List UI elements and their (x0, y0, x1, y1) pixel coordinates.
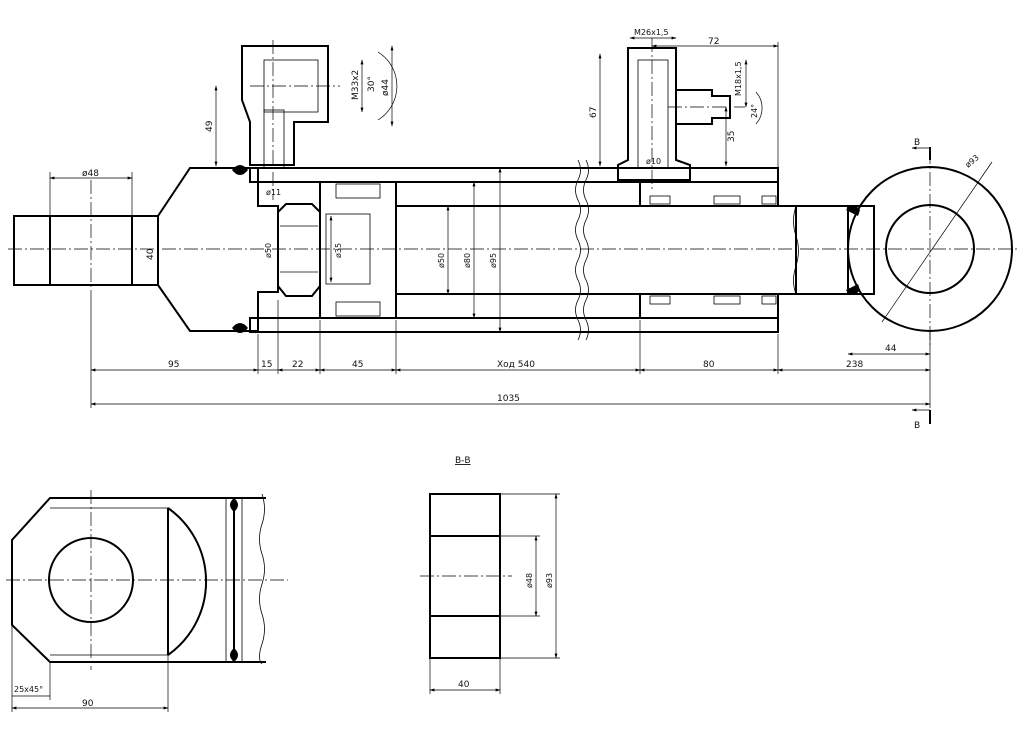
gland-seal-3 (649, 295, 671, 305)
cut-letter-bottom: В (914, 421, 920, 431)
break-line-2 (583, 159, 589, 341)
mount-lug-left (13, 215, 51, 286)
piston-bore (325, 213, 371, 285)
dim-d48-label: ø48 (82, 169, 99, 179)
gland-seal-5 (761, 195, 777, 205)
dim-1035-label: 1035 (497, 394, 520, 404)
dim-44-label: 44 (885, 344, 897, 354)
dim-chamfer-label: 25x45° (14, 685, 43, 694)
piston-nut (277, 203, 321, 297)
dim-sec-d93-label: ø93 (545, 573, 554, 588)
gland-seal-6 (761, 295, 777, 305)
dim-30-label: 30° (367, 76, 377, 92)
gland-bottom (639, 293, 779, 319)
barrel-top-wall (249, 167, 779, 183)
dim-90-label: 90 (82, 699, 94, 709)
dim-d44-label: ø44 (381, 79, 391, 96)
gland-seal-2 (713, 195, 741, 205)
lug-plan-weld-bottom (230, 648, 238, 662)
dim-d93-label: ø93 (964, 153, 981, 170)
piston-rod-end (795, 205, 849, 295)
gland-top (639, 181, 779, 207)
lug-plan-arc (167, 507, 208, 656)
piston-seal-bottom (335, 301, 381, 317)
gland-seal-1 (649, 195, 671, 205)
rear-end-cap (157, 167, 279, 332)
dim-15-label: 15 (261, 360, 272, 370)
dim-m33-label: M33x2 (351, 70, 361, 100)
dim-35-label: 35 (727, 131, 737, 142)
dim-d95-label: ø95 (489, 253, 498, 268)
dim-49-label: 49 (205, 120, 215, 132)
dim-45-label: 45 (352, 360, 363, 370)
dim-d11-label: ø11 (266, 188, 281, 197)
lug-plan-inner (50, 507, 168, 656)
gland-seal-4 (713, 295, 741, 305)
piston-rod (395, 205, 797, 295)
rod-break (793, 205, 799, 295)
dim-238-label: 238 (846, 360, 863, 370)
barrel-bottom-wall (249, 317, 779, 333)
piston-seal-top (335, 183, 381, 199)
main-view: В В ø48 40 49 M33x2 30° ø44 ø11 ø50 ø35 … (8, 28, 1018, 431)
dim-67-label: 67 (589, 107, 599, 118)
weld-1 (232, 165, 248, 175)
rear-port-channel (263, 109, 285, 169)
chain-dimensions: 95 15 22 45 Ход 540 80 238 1035 (90, 300, 931, 408)
lug-plan-view: 25x45° 90 (6, 490, 288, 712)
lug-plan-hole (48, 537, 134, 623)
dim-d50-rod-label: ø50 (437, 253, 446, 268)
dim-d50-piston-label: ø50 (264, 243, 273, 258)
break-line-1 (575, 159, 581, 341)
front-port-bore (637, 59, 669, 169)
section-bb: В-В ø48 ø93 40 (420, 456, 560, 694)
weld-2 (232, 323, 248, 333)
dim-80-label: 80 (703, 360, 715, 370)
lug-plan-weld-top (230, 498, 238, 512)
weld-3 (846, 205, 860, 216)
piston (319, 181, 397, 319)
dim-stroke-label: Ход 540 (497, 360, 535, 370)
front-port-fitting (617, 47, 691, 181)
section-top-wall (429, 493, 501, 537)
rear-port-fitting (241, 45, 329, 166)
dim-d10-label: ø10 (646, 157, 661, 166)
weld-4 (846, 284, 860, 295)
dim-95-label: 95 (168, 360, 179, 370)
dim-sec-40-label: 40 (458, 680, 470, 690)
side-nipple (675, 89, 731, 125)
dim-sec-d48-label: ø48 (525, 573, 534, 588)
dim-22-label: 22 (292, 360, 303, 370)
section-bottom-wall (429, 615, 501, 659)
d93-leader (881, 161, 993, 323)
dim-d80-label: ø80 (463, 253, 472, 268)
dim-24-label: 24° (750, 104, 759, 118)
dim-30deg-arc (377, 51, 398, 121)
rod-eye-neck (847, 205, 875, 295)
section-title: В-В (455, 456, 471, 466)
dim-m18-label: M18x1,5 (734, 61, 743, 96)
dim-72-label: 72 (708, 37, 719, 47)
cut-letter-top: В (914, 138, 920, 148)
dim-24deg-arc (755, 91, 763, 125)
dim-m26-label: M26x1,5 (634, 28, 669, 37)
dim-d35-label: ø35 (334, 243, 343, 258)
lug-plan-break (259, 493, 265, 665)
dim-w40-label: 40 (146, 248, 156, 260)
